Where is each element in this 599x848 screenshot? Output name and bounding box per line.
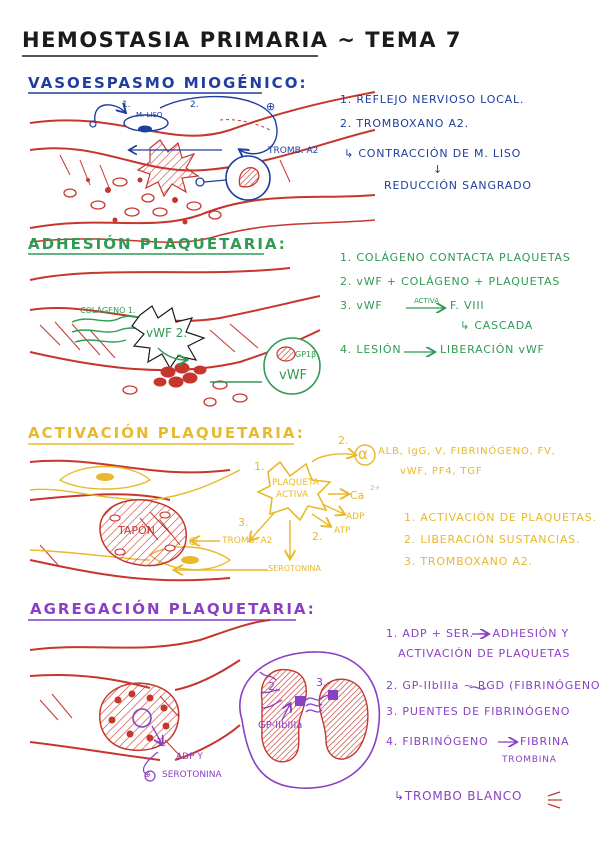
section4-note-1: 1. ADP + SER. → ADHESIÓN Y (386, 627, 570, 640)
section2-label-gp: GP1β (295, 350, 317, 359)
smooth-muscle-icon (123, 114, 169, 133)
section2-note-liberacion: LIBERACIÓN vWF (440, 343, 545, 356)
platelet-cluster-section2 (153, 362, 207, 388)
section2-label-vwf-zoom: vWF (279, 368, 308, 383)
red-cells-section1 (63, 177, 222, 220)
vessel-section1 (29, 91, 376, 244)
alpha-circle (354, 444, 376, 466)
red-cells-section2 (122, 380, 248, 407)
section2-label-colageno: COLÁGENO 1. (80, 306, 136, 315)
section3-serotonina: SEROTONINA (268, 564, 321, 573)
section4-label-1: 1. (156, 736, 167, 749)
section3-note-3: 3. TROMBOXANO A2. (404, 555, 533, 568)
section3-ca: Ca (350, 489, 365, 502)
section3-alb-line2: vWF, PF4, TGF (400, 466, 483, 477)
section4-label-adp: ADP Y (176, 752, 203, 762)
section1-label-mliso: M. LISO (136, 111, 163, 119)
section4-title: AGREGACIÓN PLAQUETARIA: (30, 600, 316, 618)
section4-note-4: 4. FIBRINÓGENO (386, 735, 489, 748)
section2-note-cascada: ↳ CASCADA (460, 319, 534, 332)
section3-label-1: 1. (254, 460, 265, 473)
note-arrow-rgd (469, 686, 487, 690)
section3-adp: ADP (346, 512, 365, 522)
tapon-cells (109, 511, 176, 556)
section2-note-fviii: F. VIII (450, 299, 485, 312)
section3-atp: ATP (334, 526, 351, 536)
fibrinogen-bridges (259, 671, 329, 713)
section4-label-2: 2. (268, 680, 279, 693)
section1-label-tromb: TROMB. A2 (268, 146, 319, 156)
endothelial-nucleus-2 (181, 556, 199, 564)
section2-note-4: 4. LESIÓN (340, 343, 402, 356)
vwf-burst (131, 305, 206, 370)
section4-plus-icon: ⊕ (144, 770, 151, 779)
section4-label-gp: GP-IIbIIIa (258, 720, 303, 731)
section3-label-3: 3. (238, 516, 249, 529)
section3-tapon: TAPÓN (118, 524, 155, 537)
section3-plaqueta: PLAQUETA (272, 478, 319, 488)
thrombus-cells (108, 690, 170, 742)
section3-plus-icon: ⊕ (188, 534, 199, 548)
section1-label-2: 2. (190, 100, 199, 110)
activation-arrows (175, 454, 355, 570)
activated-platelet (256, 460, 332, 522)
red-dots-section1 (86, 177, 188, 225)
section4-label-3: 3. (316, 676, 327, 689)
section2-label-vwf: vWF 2. (146, 326, 188, 340)
trombo-blanco-lines (547, 791, 562, 809)
thrombus-highlight (132, 708, 152, 728)
section1-note-3: ↳ CONTRACCIÓN DE M. LISO (344, 147, 522, 160)
section3-ca-superscript: 2+ (370, 484, 381, 492)
section1-label-1: 1. (122, 100, 131, 110)
section3-label-2-bottom: 2. (312, 530, 323, 543)
section1-note-4: REDUCCIÓN SANGRADO (384, 179, 532, 192)
alpha-granule-icon: α (358, 445, 368, 463)
section1-note-2: 2. TROMBOXANO A2. (340, 117, 469, 130)
page-title: HEMOSTASIA PRIMARIA ~ TEMA 7 (22, 28, 462, 52)
section1-plus-icon: ⊕ (266, 100, 276, 113)
section2-note-activa: ACTIVA (414, 297, 440, 305)
section2-note-2: 2. vWF + COLÁGENO + PLAQUETAS (340, 275, 561, 288)
section4-note-3: 3. PUENTES DE FIBRINÓGENO (386, 705, 571, 718)
section4-label-serotonina: SEROTONINA (162, 770, 222, 780)
section3-title: ACTIVACIÓN PLAQUETARIA: (28, 424, 305, 442)
gp-receptor-right (328, 690, 338, 700)
section3-activa: ACTIVA (276, 490, 309, 500)
reflex-arc (94, 105, 125, 123)
section2-note-3: 3. vWF (340, 299, 383, 312)
section3-note-1: 1. ACTIVACIÓN DE PLAQUETAS. (404, 511, 597, 524)
zoom-circle-section2 (263, 337, 321, 395)
vwf-arrow (157, 347, 186, 360)
endothelial-nucleus-1 (96, 473, 114, 481)
section4-note-1b: ACTIVACIÓN DE PLAQUETAS (398, 647, 571, 660)
zoom-circle-section1 (195, 155, 271, 201)
section2-title: ADHESIÓN PLAQUETARIA: (28, 235, 287, 253)
section4-note-2: 2. GP-IIbIIIa ~ RGD (FIBRINÓGENO) (386, 679, 599, 692)
section4-note-fibrina: FIBRINA (520, 735, 570, 748)
section3-note-2: 2. LIBERACIÓN SUSTANCIAS. (404, 533, 581, 546)
section3-label-2-top: 2. (338, 434, 349, 447)
tromboxano-loop (159, 95, 278, 154)
section3-tromb: TROMB. A2 (222, 536, 273, 546)
section2-note-1: 1. COLÁGENO CONTACTA PLAQUETAS (340, 251, 571, 264)
section3-alb-line1: ALB, IgG, V, FIBRINÓGENO, FV, (378, 446, 556, 457)
section4-note-trombo-blanco: ↳TROMBO BLANCO (394, 789, 523, 803)
section1-note-1: 1. REFLEJO NERVIOSO LOCAL. (340, 93, 525, 106)
section1-title: VASOESPASMO MIOGÉNICO: (28, 74, 308, 92)
gp-receptor-left (295, 696, 305, 706)
section1-note-arrow: ↓ (433, 163, 444, 176)
section4-note-trombina: TROMBINA (502, 755, 557, 765)
